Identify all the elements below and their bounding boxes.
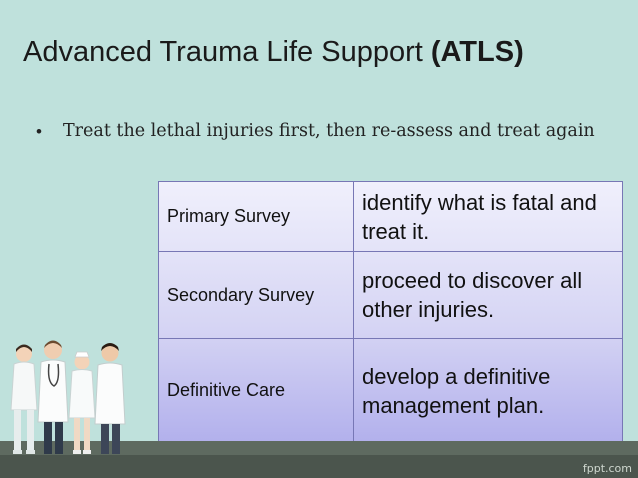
bullet-dot-icon: • bbox=[36, 122, 42, 141]
ground-shadow bbox=[0, 455, 638, 478]
title-acronym: (ATLS) bbox=[430, 36, 524, 68]
description-cell: develop a definitive management plan. bbox=[353, 338, 623, 443]
survey-table: Primary Survey identify what is fatal an… bbox=[158, 181, 623, 443]
phase-cell: Primary Survey bbox=[158, 181, 354, 252]
slide-title: Advanced Trauma Life Support (ATLS) bbox=[23, 36, 524, 69]
phase-cell: Secondary Survey bbox=[158, 251, 354, 339]
table-row: Primary Survey identify what is fatal an… bbox=[158, 181, 623, 252]
table-row: Secondary Survey proceed to discover all… bbox=[158, 251, 623, 339]
table-row: Definitive Care develop a definitive man… bbox=[158, 338, 623, 443]
description-cell: proceed to discover all other injuries. bbox=[353, 251, 623, 339]
bullet-item: Treat the lethal injuries first, then re… bbox=[63, 121, 595, 141]
title-main-text: Advanced Trauma Life Support bbox=[23, 36, 431, 68]
nurse-figure-icon bbox=[10, 344, 38, 454]
medical-staff-illustration-icon bbox=[10, 340, 126, 454]
description-cell: identify what is fatal and treat it. bbox=[353, 181, 623, 252]
phase-cell: Definitive Care bbox=[158, 338, 354, 443]
doctor-figure-icon bbox=[37, 340, 69, 454]
watermark: fppt.com bbox=[582, 462, 632, 475]
bullet-list: • Treat the lethal injuries first, then … bbox=[36, 118, 596, 145]
nurse-cap-figure-icon bbox=[68, 351, 96, 454]
male-doctor-figure-icon bbox=[94, 343, 126, 454]
